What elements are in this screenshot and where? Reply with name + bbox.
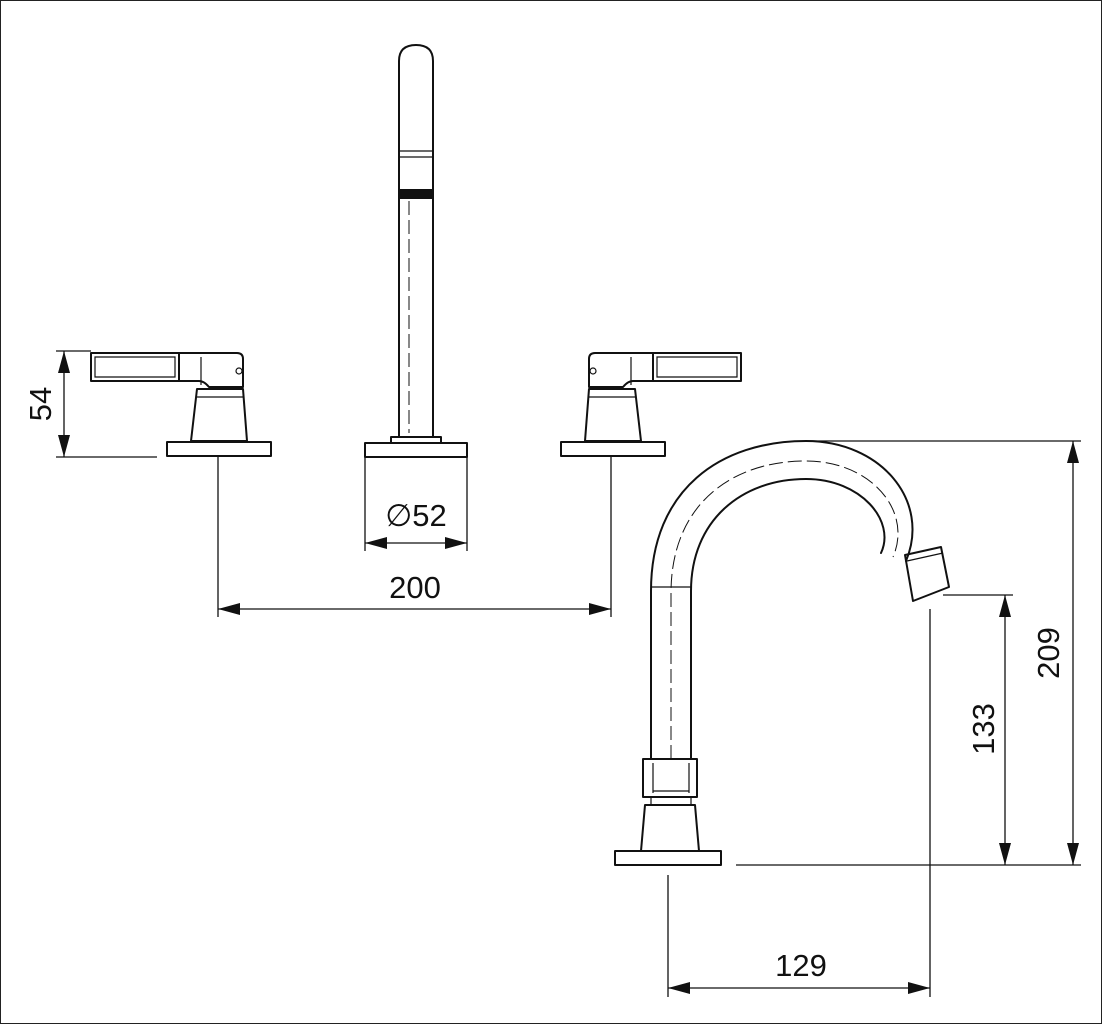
gooseneck-spout [614,440,950,866]
dim-total-height: 209 [736,440,1081,866]
dim-label-133: 133 [966,703,1001,755]
left-handle [90,352,272,457]
dim-base-diameter: ∅52 [364,457,468,551]
dim-label-diameter-52: ∅52 [385,498,447,533]
dim-handle-spacing: 200 [217,457,612,617]
center-spout [364,44,468,458]
dim-label-200: 200 [389,570,441,605]
dim-handle-height: 54 [23,350,157,458]
dim-label-209: 209 [1031,627,1066,679]
dim-label-54: 54 [23,387,58,421]
dim-spout-reach: 129 [667,609,931,997]
dim-outlet-height: 133 [943,594,1013,865]
dim-label-129: 129 [775,948,827,983]
right-handle [560,352,742,457]
